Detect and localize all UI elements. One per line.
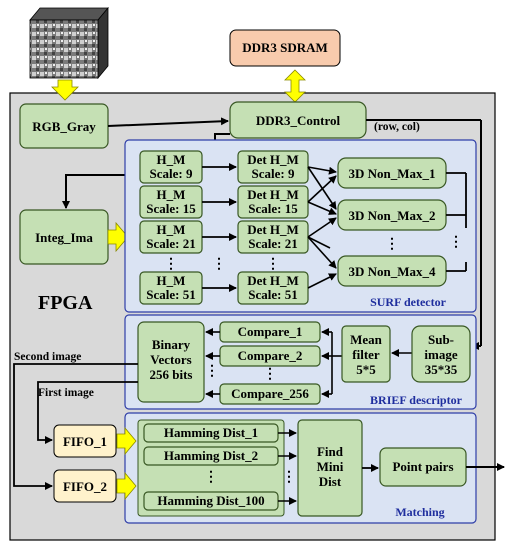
sub-line: Sub- xyxy=(428,332,454,347)
det-scale: Scale: 9 xyxy=(252,166,295,181)
fifo-label: FIFO_2 xyxy=(63,479,107,494)
compare-label: Compare_1 xyxy=(238,324,303,339)
second-image-label: Second image xyxy=(14,351,81,363)
find-mini-dist-box: Find Mini Dist xyxy=(297,419,363,517)
find-line: Dist xyxy=(319,474,342,489)
hm-box: H_M Scale: 51 xyxy=(139,271,203,305)
det-label: Det H_M xyxy=(247,273,299,288)
compare-label: Compare_256 xyxy=(231,386,309,401)
satellite-image-cube-icon xyxy=(29,6,109,80)
find-line: Find xyxy=(317,444,344,459)
hm-scale: Scale: 21 xyxy=(146,236,195,251)
det-scale: Scale: 15 xyxy=(248,201,298,216)
hamming-label: Hamming Dist_2 xyxy=(164,448,258,463)
compare-box: Compare_256 xyxy=(219,383,321,405)
ellipsis: ⋮ xyxy=(212,257,226,272)
binary-line: 256 bits xyxy=(150,367,193,382)
find-line: Mini xyxy=(317,459,344,474)
sub-line: 35*35 xyxy=(425,362,458,377)
point-pairs-label: Point pairs xyxy=(392,459,453,474)
nonmax-box: 3D Non_Max_1 xyxy=(337,157,447,189)
compare-box: Compare_1 xyxy=(219,321,321,343)
hm-label: H_M xyxy=(157,222,186,237)
compare-label: Compare_2 xyxy=(238,348,303,363)
sub-line: image xyxy=(424,347,457,362)
nonmax-label: 3D Non_Max_2 xyxy=(348,208,435,223)
det-hm-box: Det H_M Scale: 9 xyxy=(237,150,309,184)
nonmax-label: 3D Non_Max_1 xyxy=(348,166,435,181)
nonmax-box: 3D Non_Max_4 xyxy=(337,255,447,287)
ddr3-sdram-label: DDR3 SDRAM xyxy=(242,40,328,55)
brief-descriptor-title: BRIEF descriptor xyxy=(370,393,463,407)
det-hm-box: Det H_M Scale: 51 xyxy=(237,271,309,305)
hm-box: H_M Scale: 9 xyxy=(139,150,203,184)
first-image-label: First image xyxy=(38,387,94,399)
binary-line: Binary xyxy=(152,337,191,352)
surf-detector-title: SURF detector xyxy=(370,295,447,309)
yellow-arrow-image-to-rgb xyxy=(51,79,79,101)
ddr3-sdram-box xyxy=(229,29,341,67)
hm-label: H_M xyxy=(157,152,186,167)
matching-title: Matching xyxy=(395,505,444,519)
binary-vectors-box: Binary Vectors 256 bits xyxy=(137,321,205,403)
yellow-arrow-fifo2 xyxy=(116,471,137,501)
fifo-label: FIFO_1 xyxy=(63,434,107,449)
mean-line: 5*5 xyxy=(356,362,376,377)
mean-line: Mean xyxy=(350,332,383,347)
hm-box: H_M Scale: 21 xyxy=(139,220,203,254)
fifo-box: FIFO_2 xyxy=(53,469,117,503)
det-hm-box: Det H_M Scale: 15 xyxy=(237,185,309,219)
rgb-gray-label: RGB_Gray xyxy=(32,119,96,134)
ellipsis: ⋮ xyxy=(164,257,178,272)
ellipsis: ⋮ xyxy=(385,237,399,252)
det-scale: Scale: 21 xyxy=(248,236,297,251)
det-scale: Scale: 51 xyxy=(248,287,297,302)
ellipsis: ⋮ xyxy=(449,235,463,250)
hm-label: H_M xyxy=(157,273,186,288)
hm-scale: Scale: 9 xyxy=(150,166,193,181)
fpga-label: FPGA xyxy=(38,292,93,314)
hamming-box: Hamming Dist_2 xyxy=(143,446,279,466)
hm-box: H_M Scale: 15 xyxy=(139,185,203,219)
ellipsis: ⋮ xyxy=(263,367,277,382)
sub-image-box: Sub- image 35*35 xyxy=(411,325,471,383)
fifo-box: FIFO_1 xyxy=(53,424,117,458)
yellow-arrow-integ-to-surf xyxy=(107,221,129,253)
nonmax-label: 3D Non_Max_4 xyxy=(348,264,436,279)
ellipsis: ⋮ xyxy=(266,257,280,272)
hamming-label: Hamming Dist_100 xyxy=(157,493,264,508)
mean-line: filter xyxy=(352,347,380,362)
hamming-label: Hamming Dist_1 xyxy=(164,425,258,440)
row-col-label: (row, col) xyxy=(374,121,420,133)
hm-scale: Scale: 15 xyxy=(146,201,196,216)
yellow-arrow-fifo1 xyxy=(116,426,137,456)
point-pairs-box: Point pairs xyxy=(379,447,467,487)
ellipsis: ⋮ xyxy=(282,470,296,485)
ellipsis: ⋮ xyxy=(205,364,219,379)
mean-filter-box: Mean filter 5*5 xyxy=(341,325,391,383)
hamming-box: Hamming Dist_1 xyxy=(143,423,279,443)
hm-scale: Scale: 51 xyxy=(146,287,195,302)
compare-box: Compare_2 xyxy=(219,345,321,367)
ddr3-control-label: DDR3_Control xyxy=(256,113,341,128)
nonmax-box: 3D Non_Max_2 xyxy=(337,199,447,231)
binary-line: Vectors xyxy=(150,352,191,367)
hamming-box: Hamming Dist_100 xyxy=(143,491,279,511)
det-label: Det H_M xyxy=(247,222,299,237)
integ-ima-label: Integ_Ima xyxy=(35,230,93,245)
det-label: Det H_M xyxy=(247,152,299,167)
det-label: Det H_M xyxy=(247,187,299,202)
det-hm-box: Det H_M Scale: 21 xyxy=(237,220,309,254)
hm-label: H_M xyxy=(157,187,186,202)
ellipsis: ⋮ xyxy=(204,470,218,485)
